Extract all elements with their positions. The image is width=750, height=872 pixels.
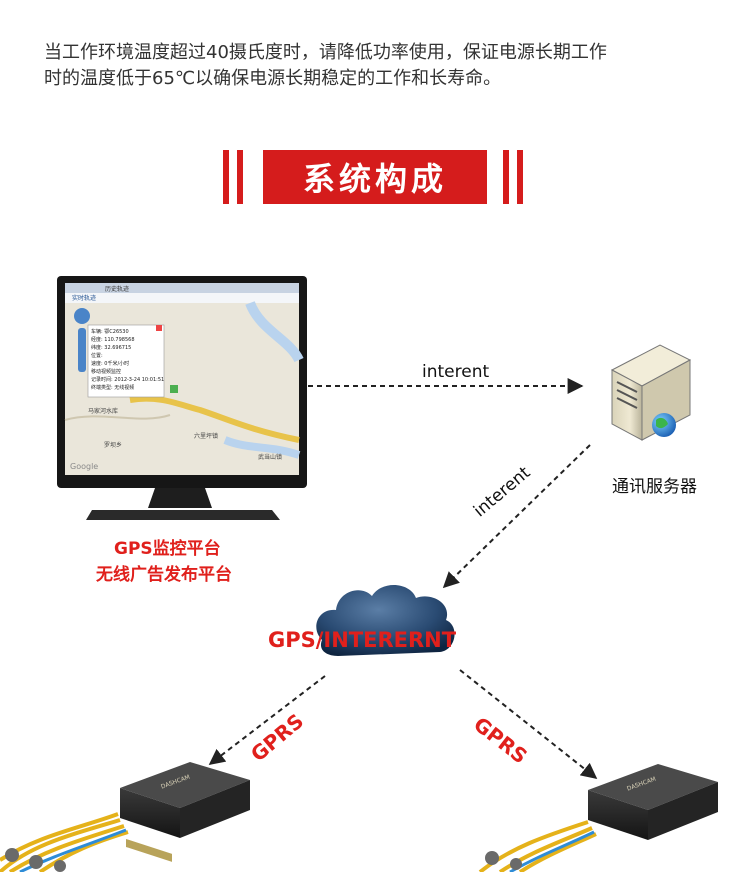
- popup-line: 车辆: 鄂C26530: [91, 329, 129, 335]
- popup-line: 移动视频监控: [91, 369, 122, 375]
- power-note-line-1: 当工作环境温度超过40摄氏度时，请降低功率使用，保证电源长期工作: [44, 42, 607, 63]
- arrow-cloud-to-right-device: [459, 669, 598, 779]
- monitor-stand: [86, 488, 280, 520]
- map-label: 武当山镇: [258, 454, 283, 461]
- popup-line: 位置:: [91, 353, 103, 359]
- popup-line: 记录时间: 2012-3-24 10:01:51: [91, 377, 165, 383]
- cloud-label: GPS/INTERERNT: [268, 628, 457, 652]
- left-dvr-device: [0, 762, 250, 872]
- map-label: 六里坪镇: [194, 433, 219, 440]
- right-dvr-device: [478, 764, 718, 872]
- section-title-text: 系统构成: [263, 150, 487, 204]
- map-popup-text: 车辆: 鄂C26530 经度: 110.798568 纬度: 32.696715…: [91, 328, 165, 392]
- popup-line: 终端类型: 无线视频: [91, 385, 135, 391]
- server-icon: [610, 344, 692, 441]
- map-label: 马家河水库: [88, 408, 119, 415]
- title-deco-bar: [517, 150, 523, 204]
- map-popup: [87, 324, 165, 398]
- monitor-icon: [57, 276, 307, 488]
- power-note-line-2: 时的温度低于65℃以确保电源长期稳定的工作和长寿命。: [44, 68, 502, 89]
- cloud-icon: [316, 584, 455, 656]
- map-label: 罗坝乡: [104, 442, 123, 449]
- arrow-server-to-cloud: [442, 444, 591, 589]
- section-title: 系统构成: [223, 150, 523, 204]
- platform-label-line-1: GPS监控平台: [114, 539, 221, 559]
- server-label: 通讯服务器: [612, 477, 697, 497]
- title-deco-bar: [223, 150, 229, 204]
- monitor-tab-history: 历史轨迹: [105, 286, 130, 293]
- monitor-tab-realtime: 实时轨迹: [72, 295, 97, 302]
- power-note: 当工作环境温度超过40摄氏度时，请降低功率使用，保证电源长期工作 时的温度低于6…: [44, 40, 714, 92]
- map-watermark: Google: [70, 462, 99, 471]
- popup-line: 纬度: 32.696715: [91, 345, 132, 351]
- platform-label-line-2: 无线广告发布平台: [96, 565, 232, 585]
- link-label-top: interent: [422, 362, 490, 382]
- arrow-cloud-to-left-device: [208, 675, 326, 765]
- title-deco-bar: [503, 150, 509, 204]
- popup-line: 速度: 0千米/小时: [91, 361, 130, 367]
- popup-line: 经度: 110.798568: [91, 337, 135, 343]
- title-deco-bar: [237, 150, 243, 204]
